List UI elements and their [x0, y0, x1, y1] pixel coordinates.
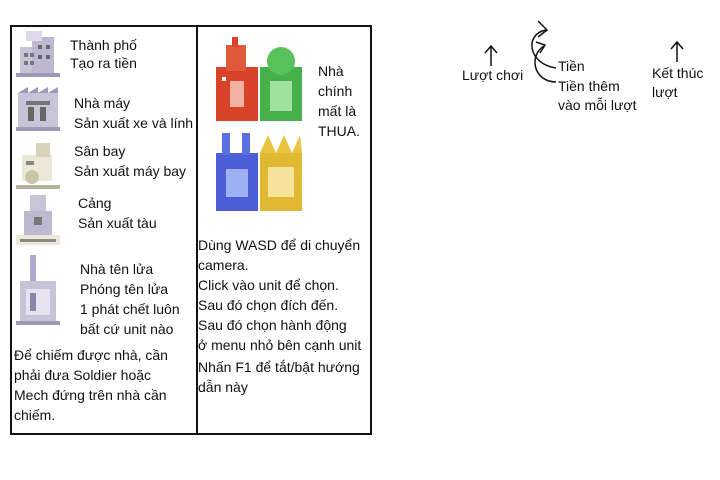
instruction-camera: Dùng WASD để di chuyển camera.	[198, 237, 361, 273]
panel-divider	[196, 27, 198, 433]
tutorial-panel: Thành phố Tạo ra tiền Nhà máy Sản xuất x…	[10, 25, 372, 435]
end-turn-arrow-icon	[670, 40, 684, 62]
end-turn-label: Kết thúc lượt	[652, 65, 704, 100]
missile-silo-icon	[16, 255, 60, 325]
turn-arrow-icon	[484, 44, 498, 66]
airport-building-icon	[16, 143, 60, 189]
hq-buildings-icon	[216, 37, 302, 211]
port-building-icon	[16, 195, 60, 245]
port-name: Cảng	[78, 195, 112, 211]
instruction-select-action: Sau đó chọn hành động ở menu nhỏ bên cạn…	[198, 317, 362, 353]
instruction-select-target: Sau đó chọn đích đến.	[198, 297, 339, 313]
instruction-toggle-help: Nhấn F1 để tắt/bật hướng dẫn này	[198, 359, 360, 395]
instruction-select-unit: Click vào unit để chọn.	[198, 277, 339, 293]
silo-name: Nhà tên lửa	[80, 261, 154, 277]
airport-name: Sân bay	[74, 143, 126, 159]
income-label: Tiền thêm vào mỗi lượt	[558, 78, 637, 113]
silo-desc: Phóng tên lửa 1 phát chết luôn bất cứ un…	[80, 281, 180, 337]
turn-label: Lượt chơi	[462, 67, 524, 83]
city-building-icon	[16, 31, 60, 77]
hq-note: Nhà chính mất là THUA.	[318, 63, 360, 139]
city-name: Thành phố	[70, 37, 137, 53]
factory-building-icon	[16, 87, 60, 131]
port-desc: Sản xuất tàu	[78, 215, 157, 231]
factory-name: Nhà máy	[74, 95, 131, 111]
city-desc: Tạo ra tiền	[70, 55, 137, 71]
factory-desc: Sản xuất xe và lính	[74, 115, 194, 131]
airport-desc: Sản xuất máy bay	[74, 163, 187, 179]
money-arrows-icon	[531, 20, 557, 83]
money-label: Tiền	[558, 58, 585, 74]
capture-note: Để chiếm được nhà, cần phải đưa Soldier …	[14, 347, 168, 423]
